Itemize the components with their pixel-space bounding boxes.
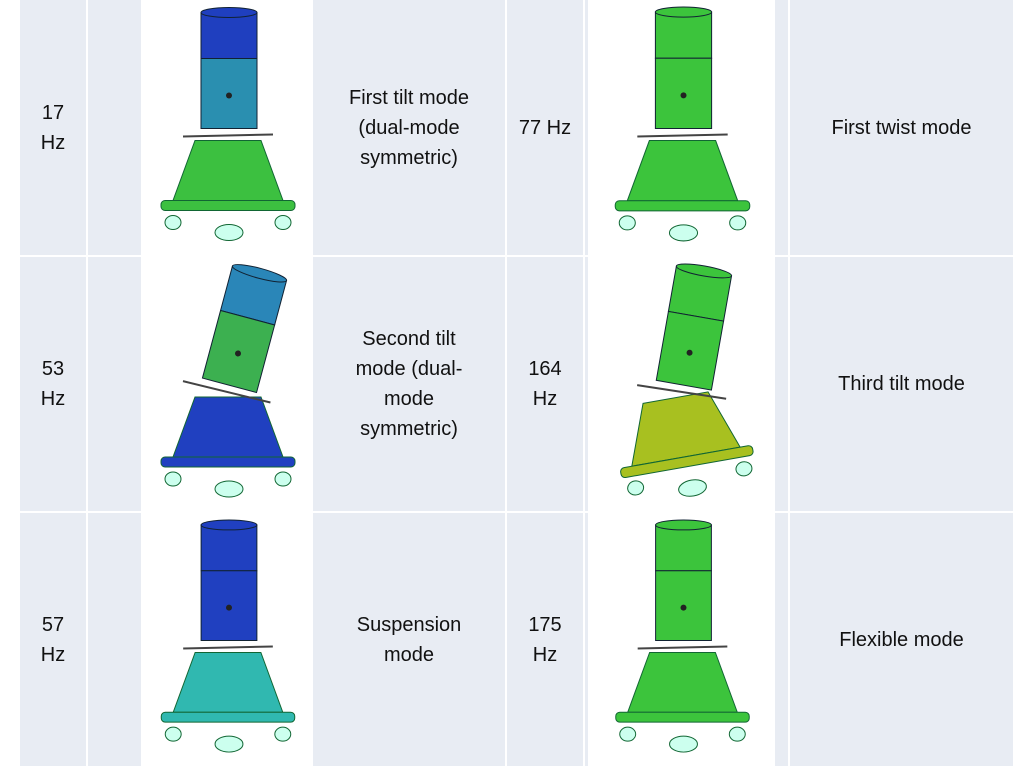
mode-shape-left [143,513,313,768]
spacer-cell [88,513,143,768]
spacer-cell [775,257,790,513]
frequency-left: 57 Hz [20,513,88,768]
mode-shape-icon [614,6,751,242]
mode-table: 17 Hz First tilt mode (dual-mode symmetr… [20,0,1015,768]
mode-right-text: Third tilt mode [838,373,965,395]
mode-left-text: Second tilt mode (dual-mode symmetric) [355,328,463,440]
frequency-right-text: 164 Hz [528,358,562,410]
frequency-left-text: 53 Hz [40,358,66,410]
frequency-right: 164 Hz [507,257,585,513]
mode-shape-left [143,0,313,257]
mode-shape-icon [620,263,754,497]
mode-right-text: First twist mode [831,116,972,139]
spacer-cell [585,0,590,257]
spacer-cell [775,0,790,257]
spacer-cell [585,257,590,513]
mode-left: Suspension mode [313,513,507,768]
frequency-left: 53 Hz [20,257,88,513]
mode-shape-right [590,513,775,768]
mode-shape-right [590,257,775,513]
mode-right: First twist mode [790,0,1015,257]
mode-left-text: First tilt mode (dual-mode symmetric) [348,86,470,169]
frequency-left-text: 57 Hz [40,613,66,666]
mode-right: Third tilt mode [790,257,1015,513]
frequency-left-text: 17 Hz [40,101,66,154]
mode-shape-icon [160,519,296,753]
mode-shape-left [143,257,313,513]
mode-shape-icon [160,7,296,241]
spacer-cell [88,0,143,257]
spacer-cell [585,513,590,768]
frequency-left: 17 Hz [20,0,88,257]
spacer-cell [88,257,143,513]
mode-shape-icon [160,264,296,498]
spacer-cell [775,513,790,768]
frequency-right: 77 Hz [507,0,585,257]
mode-left: First tilt mode (dual-mode symmetric) [313,0,507,257]
mode-left-text: Suspension mode [356,613,462,666]
frequency-right-text: 175 Hz [528,613,562,666]
frequency-right: 175 Hz [507,513,585,768]
mode-right: Flexible mode [790,513,1015,768]
mode-shape-right [590,0,775,257]
mode-left: Second tilt mode (dual-mode symmetric) [313,257,507,513]
mode-right-text: Flexible mode [839,628,964,651]
frequency-right-text: 77 Hz [518,116,572,139]
mode-shape-icon [615,519,750,753]
